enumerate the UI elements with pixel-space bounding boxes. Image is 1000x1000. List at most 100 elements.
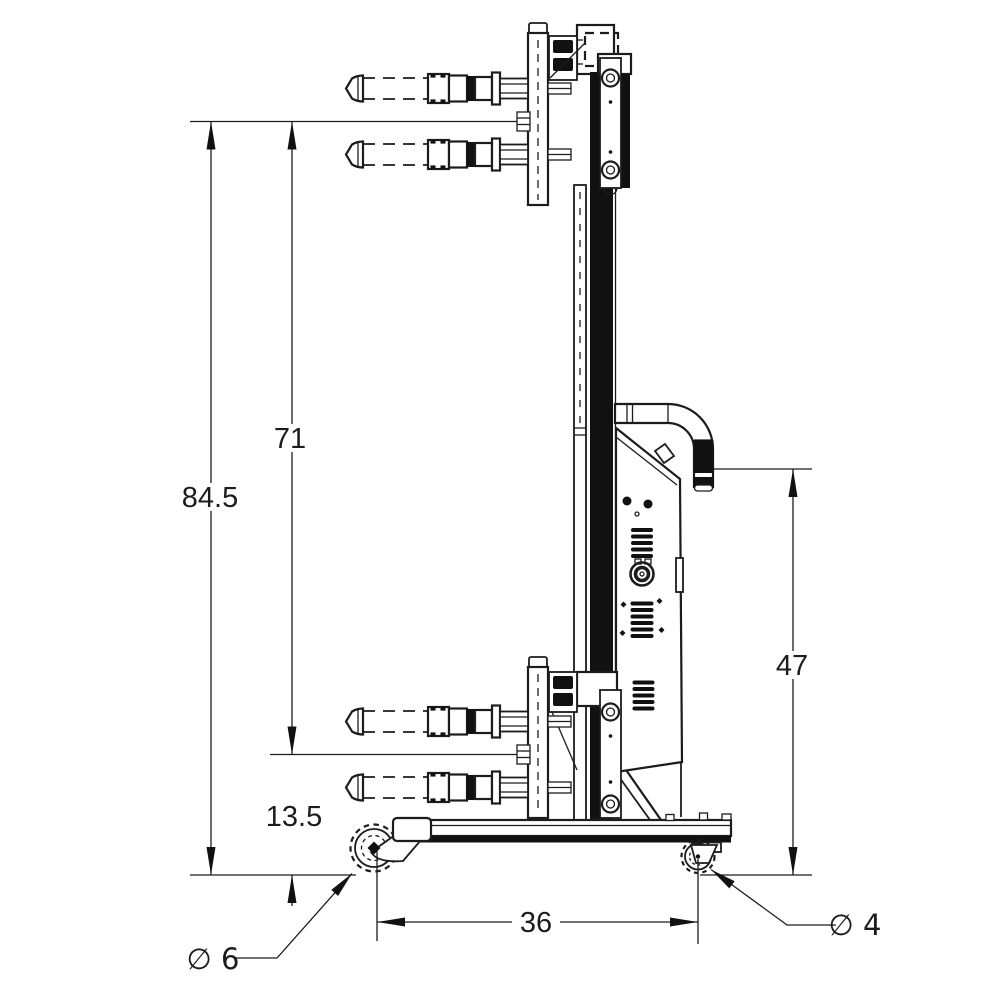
roller-hub: [605, 799, 616, 809]
panel-pilot-hole: [634, 511, 640, 517]
vent-screw: [656, 598, 663, 604]
carriage-roller: [600, 68, 621, 88]
arrowhead-left: [377, 917, 405, 927]
stack-bar: [631, 541, 653, 545]
carriage-raised: [344, 22, 622, 207]
bracket-bolt: [553, 676, 573, 689]
handle-grip-lower: [693, 477, 714, 487]
arrowhead-up: [287, 875, 297, 903]
raised-upper-prong: [344, 71, 530, 106]
dim-label-lift-height: 71: [274, 423, 306, 455]
carriage-roller: [600, 160, 621, 180]
knob-inner-ring: [633, 565, 651, 583]
chain-anchor: [516, 744, 531, 765]
vent-slat: [630, 627, 654, 632]
roller-hub: [605, 707, 616, 717]
deck-bolt: [665, 813, 675, 822]
deck-rear-step: [721, 813, 732, 821]
mast-outer-rail-top: [620, 74, 630, 188]
deck-under-stripe: [414, 836, 731, 843]
rear-axle-hub: [695, 854, 701, 859]
vent-slat: [630, 621, 654, 625]
dimension-71: 71: [274, 121, 306, 755]
stack-bar: [631, 534, 653, 539]
carriage-lowered: [344, 656, 622, 820]
mast-front-channel: [573, 184, 587, 823]
arrowhead-up: [206, 121, 216, 150]
knob-center: [639, 571, 645, 577]
lowered-upper-prong: [344, 704, 530, 739]
lowered-lower-prong: [344, 770, 530, 805]
label-rear-caster-dia: ∅ 4: [829, 908, 882, 942]
roller-channel: [599, 57, 622, 189]
stack-bar: [631, 547, 653, 552]
callout-front-caster-dia: ∅ 6: [187, 873, 353, 976]
roller-channel: [599, 689, 622, 819]
vent-slat: [632, 693, 655, 698]
dim-label-handle-height: 47: [776, 650, 808, 682]
leader-arrowhead: [331, 873, 352, 896]
bracket-brace-line: [549, 43, 585, 79]
callout-rear-caster-dia: ∅ 4: [710, 868, 882, 942]
rivet: [608, 100, 613, 104]
vent-slat: [630, 608, 654, 612]
dimension-13-5: 13.5: [266, 801, 322, 906]
vent-group-lower: [632, 680, 655, 711]
carriage-plate: [526, 665, 550, 820]
arrowhead-down: [287, 726, 297, 755]
vent-slat: [632, 706, 655, 711]
leader-line: [710, 868, 836, 926]
carriage-roller: [600, 794, 621, 814]
arrowhead-down: [788, 847, 798, 875]
cord-clamp: [653, 442, 676, 465]
dim-label-base-length: 36: [520, 907, 552, 939]
roller-hub: [605, 73, 616, 83]
deck-bolt: [698, 812, 709, 821]
vent-screw: [658, 627, 665, 633]
vent-slat: [630, 634, 654, 638]
raised-lower-prong: [344, 137, 530, 172]
dimension-36: 36: [377, 907, 698, 939]
roller-channel-foot: [603, 187, 618, 196]
push-handle[interactable]: [613, 402, 715, 492]
handle-end-cap: [693, 484, 714, 492]
panel-screw: [622, 496, 632, 506]
vent-slat: [630, 601, 654, 606]
panel-side-latch: [675, 557, 684, 593]
dim-label-overall-height: 84.5: [182, 482, 238, 514]
panel-housing: [614, 425, 684, 774]
brace-line: [616, 773, 651, 821]
carriage-roller: [600, 702, 621, 722]
panel-slant-inner-line: [615, 436, 678, 486]
rivet: [608, 734, 613, 738]
rivet: [608, 150, 613, 154]
arrowhead-up: [287, 121, 297, 150]
front-caster: [349, 816, 433, 873]
label-front-caster-dia: ∅ 6: [187, 942, 240, 976]
arrowhead-up: [788, 469, 798, 497]
rear-caster: [680, 838, 719, 875]
handle-grip-upper: [693, 440, 714, 473]
bracket-bolt: [553, 693, 573, 706]
dimension-84-5: 84.5: [182, 121, 238, 875]
vent-screw: [620, 601, 627, 608]
stack-bar: [631, 528, 653, 532]
leader-line: [236, 873, 353, 959]
roller-hub: [605, 165, 616, 175]
bracket-bolt: [553, 40, 573, 53]
dim-label-lowered-height: 13.5: [266, 801, 322, 833]
front-swivel-plate: [391, 816, 433, 843]
vent-slat: [632, 700, 655, 704]
base-deck: [394, 818, 733, 838]
vent-screw: [619, 630, 626, 636]
connector-stack: [631, 528, 653, 558]
control-panel: [614, 425, 684, 817]
panel-screw: [643, 499, 653, 509]
base-frame: [394, 812, 733, 853]
arrowhead-down: [206, 847, 216, 875]
vent-slat: [632, 680, 655, 685]
estop-knob[interactable]: [629, 561, 655, 587]
arrowhead-right: [670, 917, 698, 927]
